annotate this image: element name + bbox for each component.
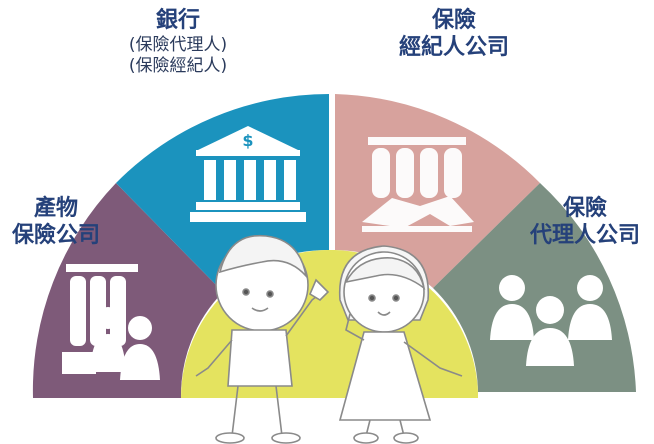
bank-title: 銀行	[155, 8, 200, 33]
label-property-insurer: 產物 保險公司	[4, 196, 108, 250]
bank-building-icon	[190, 126, 306, 222]
office-building-icon	[62, 264, 160, 380]
bank-sub-line-2: (保險經紀人)	[128, 55, 228, 76]
people-group-icon	[490, 275, 612, 366]
girl-figure	[338, 245, 463, 444]
dollar-sign-icon: $	[242, 131, 253, 150]
agent-line-1: 保險	[562, 196, 607, 221]
boy-waving-figure	[195, 234, 330, 444]
agent-line-2: 代理人公司	[529, 222, 640, 248]
broker-line-2: 經紀人公司	[398, 34, 509, 60]
handshake-icon	[362, 137, 474, 232]
broker-line-1: 保險	[431, 8, 476, 33]
property-line-1: 產物	[33, 196, 78, 221]
label-broker: 保險 經紀人公司	[384, 8, 524, 62]
bank-sub-line-1: (保險代理人)	[128, 34, 228, 55]
label-bank: 銀行 (保險代理人) (保險經紀人)	[118, 8, 238, 76]
property-line-2: 保險公司	[11, 222, 100, 248]
label-agent: 保險 代理人公司	[520, 196, 650, 250]
